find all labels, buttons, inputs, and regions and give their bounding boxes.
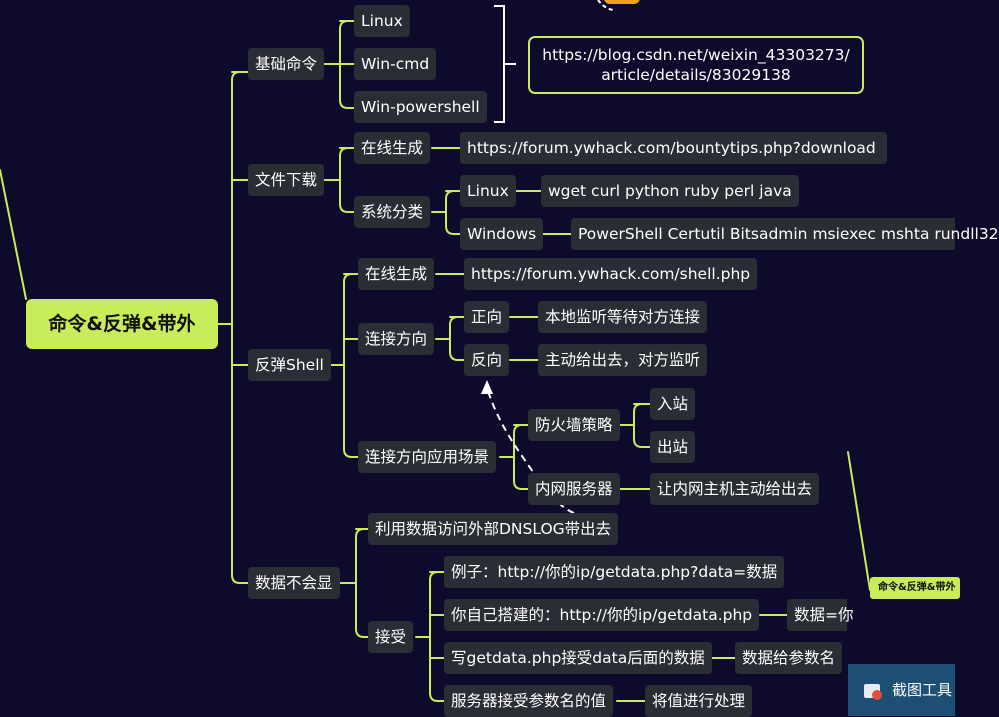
node-download-online[interactable]: 在线生成 bbox=[354, 132, 431, 164]
dashed-arrow-head bbox=[481, 380, 493, 394]
snipping-tool-icon bbox=[864, 683, 882, 700]
node-system-category[interactable]: 系统分类 bbox=[354, 196, 431, 228]
node-forward-desc[interactable]: 本地监听等待对方连接 bbox=[538, 301, 708, 333]
node-inbound[interactable]: 入站 bbox=[650, 388, 696, 420]
node-download-linux[interactable]: Linux bbox=[460, 175, 516, 207]
node-shell-online-url[interactable]: https://forum.ywhack.com/shell.php bbox=[464, 258, 758, 290]
node-reverse[interactable]: 反向 bbox=[464, 344, 510, 376]
node-example[interactable]: 例子：http://你的ip/getdata.php?data=数据 bbox=[444, 556, 785, 588]
reference-link-callout[interactable]: https://blog.csdn.net/weixin_43303273/ a… bbox=[528, 36, 864, 94]
node-dnslog[interactable]: 利用数据访问外部DNSLOG带出去 bbox=[368, 513, 619, 545]
node-forward[interactable]: 正向 bbox=[464, 301, 510, 333]
node-win-powershell[interactable]: Win-powershell bbox=[354, 91, 487, 123]
node-self-hosted-value[interactable]: 数据=你 bbox=[787, 599, 854, 631]
node-write-getdata-value[interactable]: 数据给参数名 bbox=[735, 642, 843, 674]
snipping-tool-taskbar-item[interactable]: 截图工具 bbox=[848, 664, 955, 716]
node-reverse-desc[interactable]: 主动给出去，对方监听 bbox=[538, 344, 708, 376]
node-intranet-server[interactable]: 内网服务器 bbox=[528, 473, 620, 505]
root-node[interactable]: 命令&反弹&带外 bbox=[26, 299, 218, 349]
node-download-windows[interactable]: Windows bbox=[460, 218, 544, 250]
connector-lines bbox=[0, 0, 871, 702]
node-outbound[interactable]: 出站 bbox=[650, 431, 696, 463]
node-direction-scenarios[interactable]: 连接方向应用场景 bbox=[358, 441, 497, 473]
reference-link-line-1: https://blog.csdn.net/weixin_43303273/ bbox=[542, 46, 850, 64]
node-linux[interactable]: Linux bbox=[354, 5, 410, 37]
node-intranet-desc[interactable]: 让内网主机主动给出去 bbox=[650, 473, 820, 505]
node-no-echo[interactable]: 数据不会显 bbox=[248, 567, 340, 599]
node-download-linux-tools[interactable]: wget curl python ruby perl java bbox=[541, 175, 799, 207]
node-receive[interactable]: 接受 bbox=[368, 621, 414, 653]
basic-bracket bbox=[494, 5, 516, 123]
node-win-cmd[interactable]: Win-cmd bbox=[354, 48, 437, 80]
node-download-windows-tools[interactable]: PowerShell Certutil Bitsadmin msiexec ms… bbox=[571, 218, 999, 250]
snipping-tool-label: 截图工具 bbox=[892, 681, 953, 699]
node-write-getdata[interactable]: 写getdata.php接受data后面的数据 bbox=[444, 642, 712, 674]
offscreen-node-fragment bbox=[604, 0, 640, 4]
node-server-receive[interactable]: 服务器接受参数名的值 bbox=[444, 685, 614, 717]
node-file-download[interactable]: 文件下载 bbox=[248, 164, 325, 196]
node-firewall-policy[interactable]: 防火墙策略 bbox=[528, 409, 620, 441]
minimap-root-node[interactable]: 命令&反弹&带外 bbox=[870, 577, 960, 599]
node-reverse-shell[interactable]: 反弹Shell bbox=[248, 349, 331, 381]
node-download-online-url[interactable]: https://forum.ywhack.com/bountytips.php?… bbox=[460, 132, 887, 164]
node-server-receive-value[interactable]: 将值进行处理 bbox=[645, 685, 753, 717]
reference-link-line-2: article/details/83029138 bbox=[601, 66, 791, 84]
node-shell-online[interactable]: 在线生成 bbox=[358, 258, 435, 290]
upper-connector bbox=[0, 169, 27, 300]
node-connection-direction[interactable]: 连接方向 bbox=[358, 323, 435, 355]
node-basic-commands[interactable]: 基础命令 bbox=[248, 48, 325, 80]
node-self-hosted[interactable]: 你自己搭建的：http://你的ip/getdata.php bbox=[444, 599, 760, 631]
